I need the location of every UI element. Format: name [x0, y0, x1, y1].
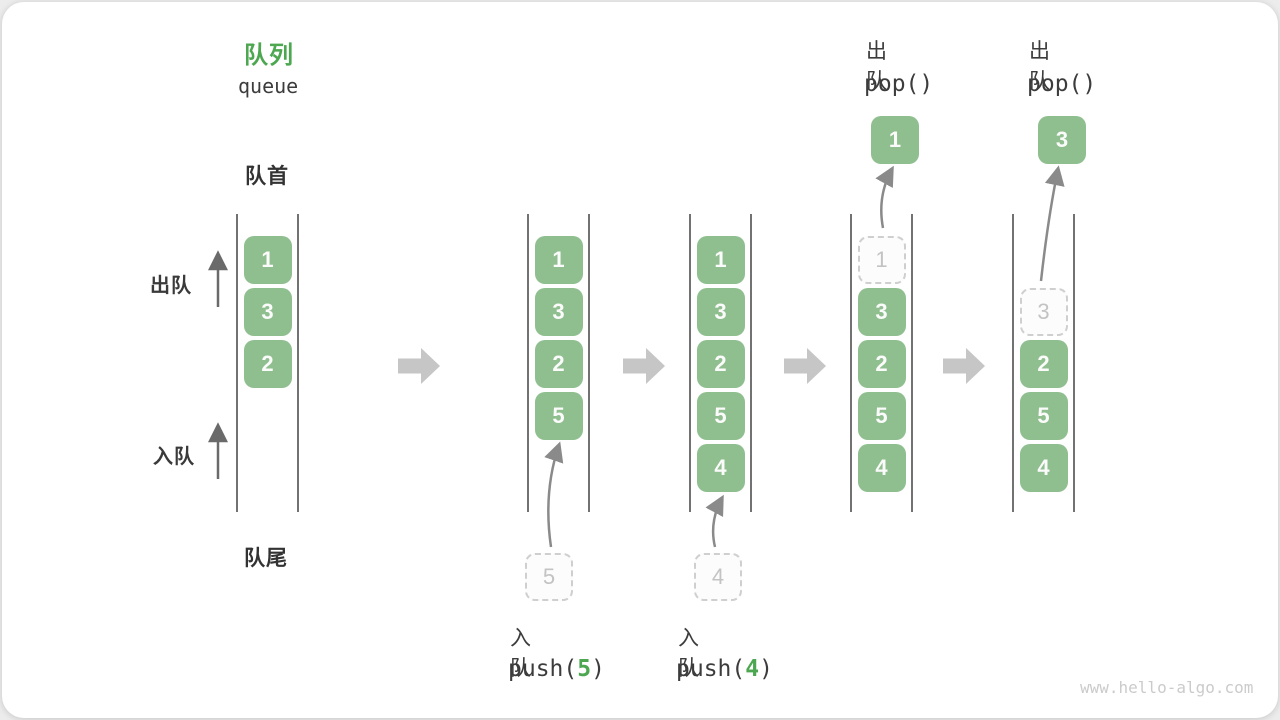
- queue-item-box: 2: [1019, 340, 1068, 388]
- transition-arrow-icon: [398, 348, 440, 384]
- op-code-code_post: ): [759, 656, 773, 682]
- queue-item-box: 5: [534, 392, 583, 440]
- op-code-code_post: ): [591, 656, 605, 682]
- queue-item-box: 4: [857, 444, 906, 492]
- queue-item-box: 4: [1019, 444, 1068, 492]
- watermark: www.hello-algo.com: [1080, 678, 1254, 697]
- op-code: push(4): [676, 656, 773, 682]
- transition-arrow-icon: [623, 348, 665, 384]
- queue-item-box: 3: [534, 288, 583, 336]
- op-label: 入队: [678, 627, 700, 680]
- op-code-code_pre: pop(): [1027, 71, 1097, 97]
- queue-item-box: 3: [857, 288, 906, 336]
- op-code-code_pre: pop(): [864, 71, 934, 97]
- op-code-code_arg: 4: [745, 656, 760, 682]
- transition-arrow-icon: [784, 348, 826, 384]
- dequeue-arrow: [1039, 165, 1065, 282]
- queue-item-box: 3: [696, 288, 745, 336]
- dequeue-side-label: 出队: [150, 275, 192, 297]
- op-code: pop(): [864, 71, 933, 97]
- op-label: 出队: [1029, 40, 1051, 93]
- op-label: 出队: [866, 40, 888, 93]
- queue-item-box: 5: [1019, 392, 1068, 440]
- enqueue-arrow: [705, 494, 724, 548]
- queue-item-box: 5: [857, 392, 906, 440]
- dequeued-slot-placeholder: 3: [1019, 288, 1068, 336]
- enqueue-arrow: [544, 441, 564, 548]
- incoming-item-box: 4: [694, 553, 742, 601]
- queue-item-box: 1: [696, 236, 745, 284]
- popped-item-box: 1: [871, 116, 919, 164]
- op-code-code_pre: push(: [508, 656, 578, 682]
- op-code: push(5): [508, 656, 605, 682]
- queue-item-box: 2: [696, 340, 745, 388]
- figure-title-en: queue: [238, 74, 299, 98]
- queue-front-label: 队首: [245, 165, 289, 188]
- queue-item-box: 1: [534, 236, 583, 284]
- enqueue-side-label: 入队: [153, 446, 195, 468]
- dequeued-slot-placeholder: 1: [857, 236, 906, 284]
- op-code: pop(): [1027, 71, 1096, 97]
- queue-item-box: 5: [696, 392, 745, 440]
- figure-title-zh: 队列: [244, 42, 294, 69]
- queue-item-box: 3: [243, 288, 292, 336]
- queue-item-box: 2: [857, 340, 906, 388]
- transition-arrows: [398, 348, 985, 384]
- push-pop-arrows: [544, 165, 1065, 548]
- op-code-code_arg: 5: [577, 656, 592, 682]
- dequeue-arrow: [875, 165, 894, 229]
- queue-item-box: 1: [243, 236, 292, 284]
- queue-item-box: 2: [243, 340, 292, 388]
- queue-item-box: 4: [696, 444, 745, 492]
- incoming-item-box: 5: [525, 553, 573, 601]
- transition-arrow-icon: [943, 348, 985, 384]
- popped-item-box: 3: [1038, 116, 1086, 164]
- queue-item-box: 2: [534, 340, 583, 388]
- channel-walls: [236, 214, 1075, 512]
- op-code-code_pre: push(: [676, 656, 746, 682]
- op-label: 入队: [510, 627, 532, 680]
- queue-rear-label: 队尾: [244, 547, 288, 570]
